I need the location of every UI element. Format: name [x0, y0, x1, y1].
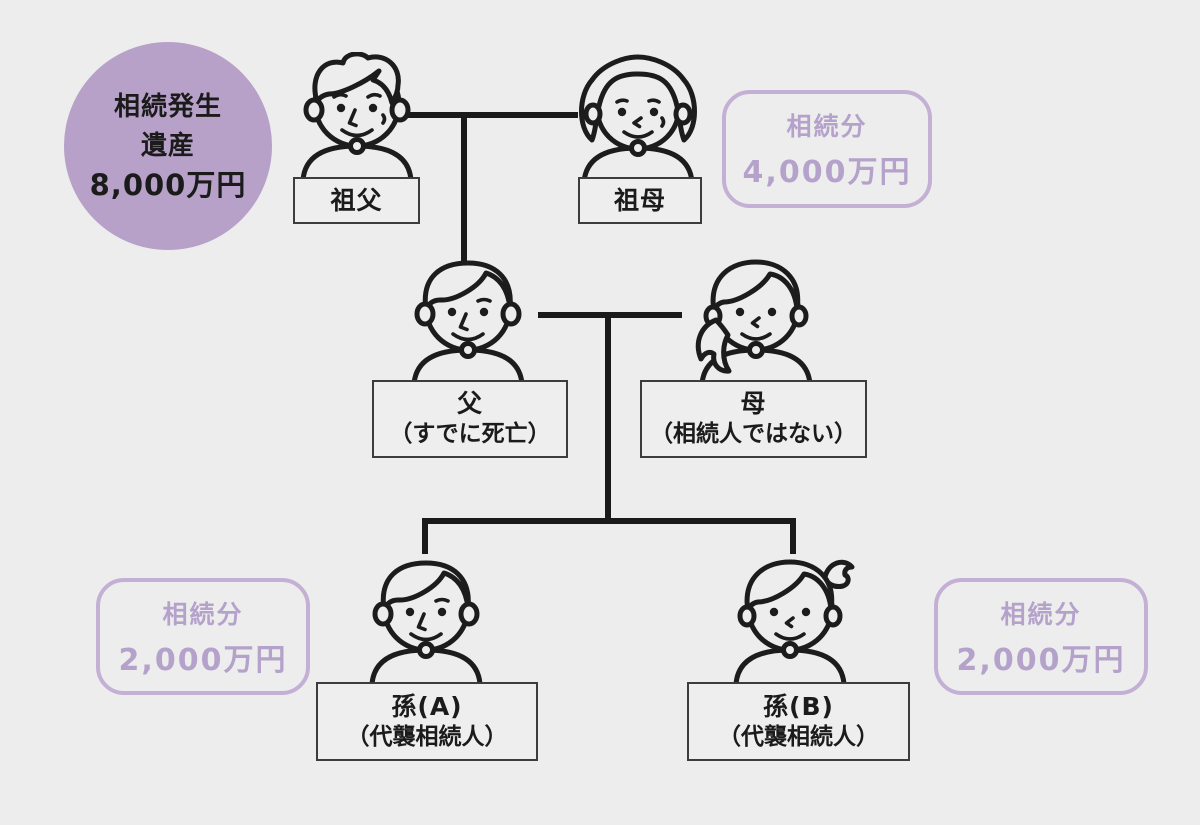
grandchild-b-name-text: 孫(B) — [763, 691, 834, 721]
share-amount: 4,000万円 — [742, 155, 912, 190]
mother-avatar-icon — [695, 259, 813, 384]
estate-circle-line2: 遺産 — [140, 130, 195, 161]
label-grandmother: 祖母 — [578, 177, 702, 224]
share-box-grandchild-b: 相続分 2,000万円 — [934, 578, 1148, 695]
share-amount: 2,000万円 — [956, 642, 1126, 678]
share-box-grandchild-a: 相続分 2,000万円 — [96, 578, 310, 695]
father-avatar-icon — [411, 260, 525, 384]
label-mother: 母 （相続人ではない） — [640, 380, 867, 458]
grandchild-a-avatar-icon — [369, 560, 483, 684]
father-note-text: （すでに死亡） — [389, 421, 551, 447]
grandfather-avatar-icon — [300, 52, 414, 180]
grandchild-a-note-text: （代襲相続人） — [346, 723, 508, 750]
grandmother-avatar-icon — [579, 54, 697, 182]
connector-stub-grandchild-b — [790, 518, 796, 554]
connector-grandparents-to-father — [461, 112, 467, 270]
share-title: 相続分 — [1000, 599, 1082, 629]
estate-circle-amount: 8,000万円 — [89, 167, 247, 202]
father-name-text: 父 — [456, 389, 483, 418]
grandchild-b-note-text: （代襲相続人） — [718, 723, 879, 750]
share-box-grandmother: 相続分 4,000万円 — [722, 90, 932, 208]
connector-grandparents-horizontal — [395, 112, 578, 118]
grandfather-label-text: 祖父 — [330, 186, 383, 215]
estate-circle-line1: 相続発生 — [113, 91, 222, 122]
share-amount: 2,000万円 — [118, 642, 288, 678]
mother-name-text: 母 — [740, 389, 767, 418]
label-grandchild-b: 孫(B) （代襲相続人） — [687, 682, 910, 761]
share-title: 相続分 — [786, 112, 868, 141]
label-grandchild-a: 孫(A) （代襲相続人） — [316, 682, 538, 761]
grandchild-a-name-text: 孫(A) — [391, 691, 463, 721]
connector-stub-grandchild-a — [422, 518, 428, 554]
estate-circle: 相続発生 遺産 8,000万円 — [64, 42, 272, 250]
connector-parents-to-children — [605, 312, 611, 522]
mother-note-text: （相続人ではない） — [650, 421, 857, 447]
share-title: 相続分 — [162, 599, 244, 629]
label-father: 父 （すでに死亡） — [372, 380, 568, 458]
grandmother-label-text: 祖母 — [613, 186, 666, 215]
label-grandfather: 祖父 — [293, 177, 420, 224]
connector-children-horizontal — [422, 518, 796, 524]
grandchild-b-avatar-icon — [733, 559, 855, 684]
